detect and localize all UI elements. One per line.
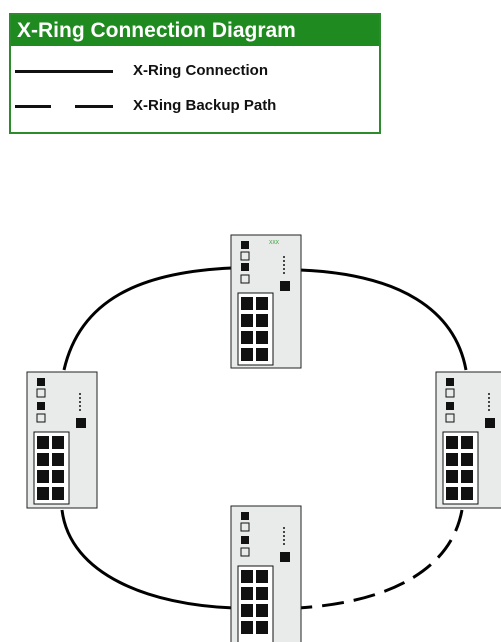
legend-label-backup: X-Ring Backup Path <box>133 97 277 114</box>
ring-connection-top-left <box>62 266 233 371</box>
legend-dashed-line-seg2 <box>75 105 113 108</box>
legend-title: X-Ring Connection Diagram <box>11 15 379 46</box>
ring-connection-top-right <box>299 268 468 371</box>
legend-solid-line <box>15 70 113 73</box>
switch-right <box>435 371 501 509</box>
legend-dashed-line-seg1 <box>15 105 51 108</box>
legend-label-connection: X-Ring Connection <box>133 62 268 79</box>
switch-top: XXX <box>230 234 302 369</box>
switch-left <box>26 371 98 509</box>
brand-logo: XXX <box>269 240 280 246</box>
ring-backup-path <box>297 509 464 610</box>
switch-bottom <box>230 505 302 642</box>
legend: X-Ring Connection Diagram X-Ring Connect… <box>9 13 381 134</box>
ring-connection-left-bottom <box>60 509 235 610</box>
